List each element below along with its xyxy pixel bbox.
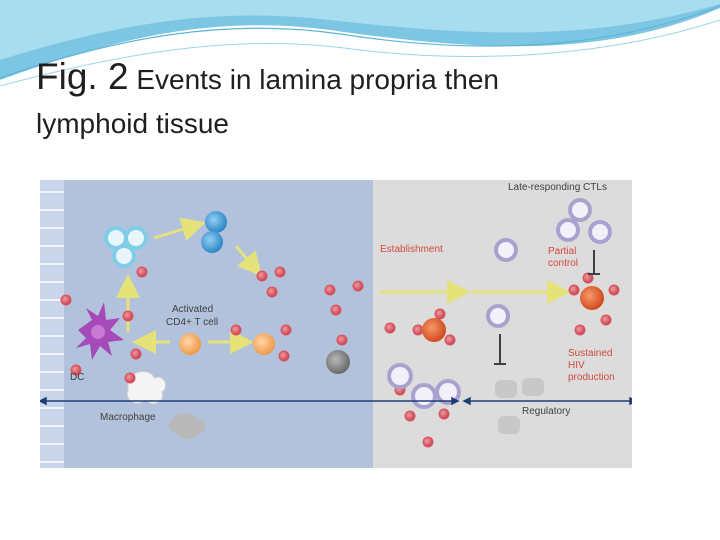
header-wave-decoration bbox=[0, 0, 720, 87]
dying-cell bbox=[326, 350, 350, 374]
infected-cell-sustained bbox=[580, 286, 604, 310]
dendritic-cell bbox=[76, 302, 124, 360]
activated-label-2: CD4+ T cell bbox=[166, 317, 218, 328]
macrophage-cell bbox=[126, 371, 167, 405]
infected-cd4-cell bbox=[253, 333, 275, 355]
hiv-events-diagram: Activated CD4+ T cell DC Macrophage Esta… bbox=[40, 180, 632, 468]
sustained-label-3: production bbox=[568, 372, 615, 383]
activated-cd4-cell bbox=[179, 333, 201, 355]
ctl-rings bbox=[387, 198, 612, 409]
slide-title: Fig. 2 Events in lamina propria then bbox=[36, 56, 499, 98]
activated-label-1: Activated bbox=[172, 304, 213, 315]
inhibition-marks bbox=[494, 250, 600, 365]
sustained-label-1: Sustained bbox=[568, 348, 612, 359]
activated-memory-cell bbox=[201, 211, 227, 253]
timeline-arrows bbox=[40, 396, 632, 406]
partial-control-label-2: control bbox=[548, 258, 578, 269]
hiv-virus-particles bbox=[60, 266, 620, 448]
sustained-label-2: HIV bbox=[568, 360, 585, 371]
infected-cell-establishment bbox=[422, 318, 446, 342]
arrow-down-to-virus bbox=[234, 245, 262, 277]
partial-control-label-1: Partial bbox=[548, 246, 576, 257]
progression-arrows bbox=[116, 217, 571, 354]
epithelium-strip bbox=[40, 180, 64, 468]
diagram-canvas: Activated CD4+ T cell DC Macrophage Esta… bbox=[40, 180, 632, 468]
title-figure-number: Fig. 2 bbox=[36, 56, 129, 97]
title-text: Events in lamina propria then bbox=[128, 64, 499, 95]
resting-cd4-cell bbox=[104, 226, 148, 268]
slide-title-line2: lymphoid tissue bbox=[36, 108, 229, 139]
macrophage-cell-gray bbox=[168, 413, 206, 440]
regulatory-cells bbox=[495, 378, 544, 434]
arrow-to-memory-cells bbox=[153, 217, 206, 241]
dc-label: DC bbox=[70, 372, 84, 383]
late-ctls-label: Late-responding CTLs bbox=[508, 182, 607, 193]
establishment-label: Establishment bbox=[380, 244, 443, 255]
regulatory-label: Regulatory bbox=[522, 406, 570, 417]
macrophage-label: Macrophage bbox=[100, 412, 156, 423]
